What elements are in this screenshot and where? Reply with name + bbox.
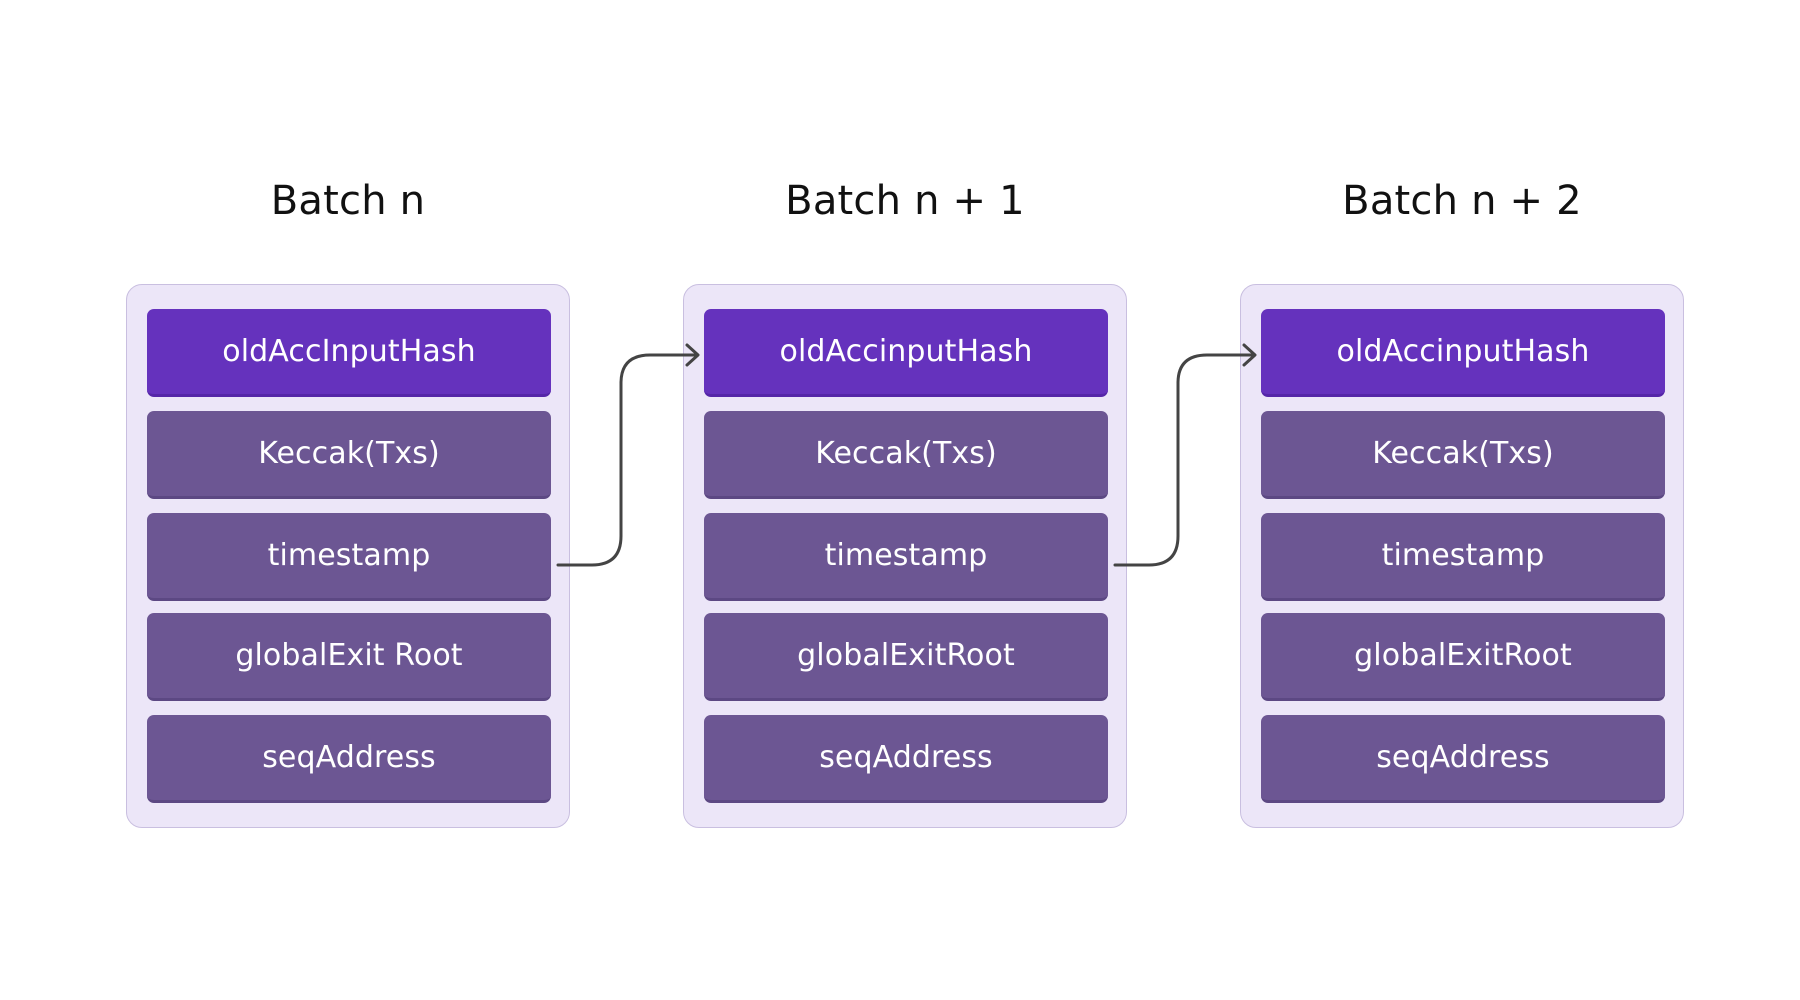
batch-panel-n: oldAccInputHash Keccak(Txs) timestamp gl… xyxy=(126,284,570,828)
connector-arrow-n-to-n-plus-1 xyxy=(556,353,698,567)
field-seq-address: seqAddress xyxy=(147,715,551,803)
field-timestamp: timestamp xyxy=(704,513,1108,601)
field-keccak-txs: Keccak(Txs) xyxy=(147,411,551,499)
field-old-acc-input-hash: oldAccinputHash xyxy=(704,309,1108,397)
field-seq-address: seqAddress xyxy=(1261,715,1665,803)
field-global-exit-root: globalExitRoot xyxy=(704,613,1108,701)
field-global-exit-root: globalExit Root xyxy=(147,613,551,701)
field-seq-address: seqAddress xyxy=(704,715,1108,803)
field-timestamp: timestamp xyxy=(1261,513,1665,601)
connector-arrow-n-plus-1-to-n-plus-2 xyxy=(1113,353,1255,567)
batch-title: Batch n xyxy=(270,178,426,224)
batch-panel-n-plus-1: oldAccinputHash Keccak(Txs) timestamp gl… xyxy=(683,284,1127,828)
field-old-acc-input-hash: oldAccinputHash xyxy=(1261,309,1665,397)
arrowhead-icon xyxy=(685,343,700,367)
arrowhead-icon xyxy=(1242,343,1257,367)
batch-title: Batch n + 1 xyxy=(785,178,1025,224)
batch-panel-n-plus-2: oldAccinputHash Keccak(Txs) timestamp gl… xyxy=(1240,284,1684,828)
field-old-acc-input-hash: oldAccInputHash xyxy=(147,309,551,397)
batch-title: Batch n + 2 xyxy=(1342,178,1582,224)
field-keccak-txs: Keccak(Txs) xyxy=(1261,411,1665,499)
field-global-exit-root: globalExitRoot xyxy=(1261,613,1665,701)
field-keccak-txs: Keccak(Txs) xyxy=(704,411,1108,499)
field-timestamp: timestamp xyxy=(147,513,551,601)
